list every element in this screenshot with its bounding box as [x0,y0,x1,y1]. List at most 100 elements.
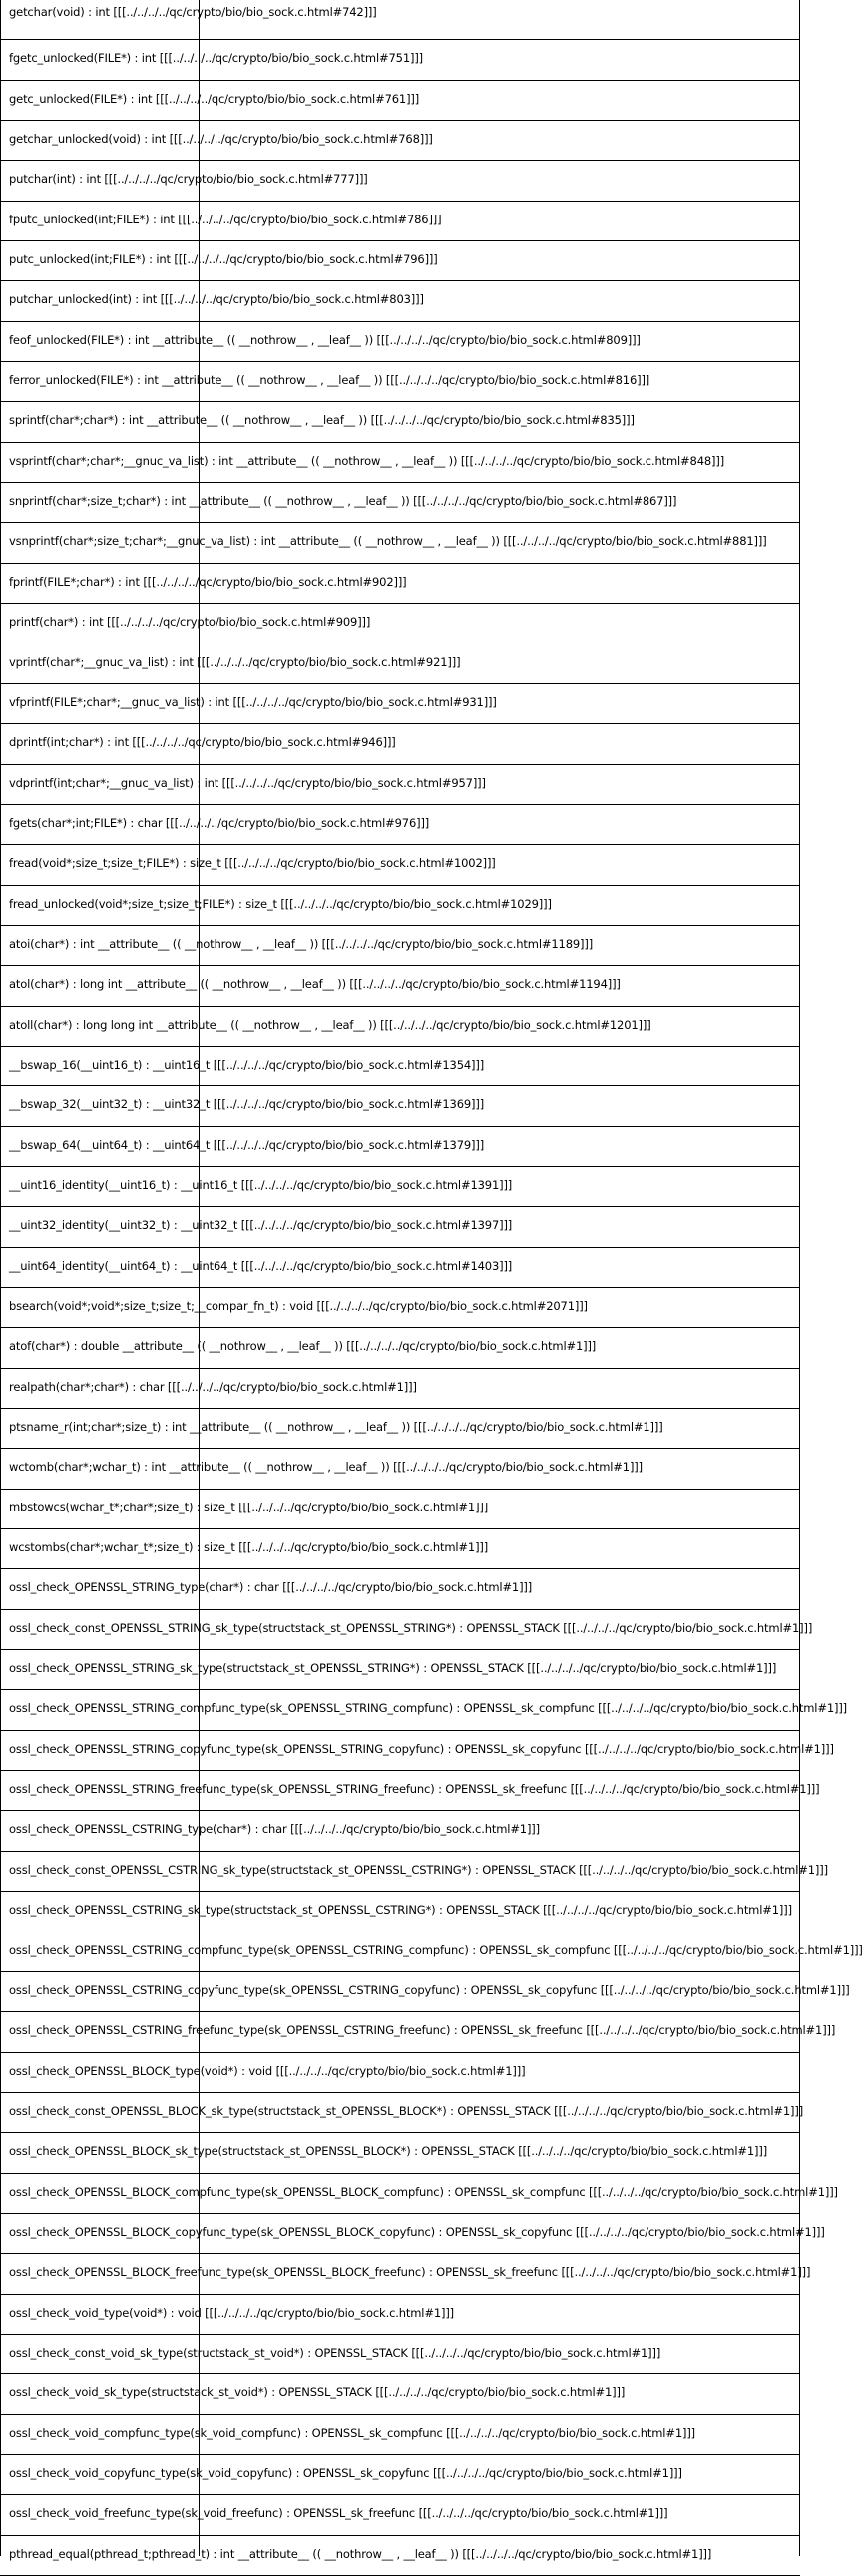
function-entry: ossl_check_OPENSSL_CSTRING_compfunc_type… [0,1932,863,1972]
function-entry: ossl_check_OPENSSL_CSTRING_type(char*) :… [0,1811,800,1852]
function-signature-link[interactable]: fread(void*;size_t;size_t;FILE*) : size_… [9,856,496,871]
function-signature-link[interactable]: vprintf(char*;__gnuc_va_list) : int [[[.… [9,654,461,669]
function-entry: getchar(void) : int [[[../../../../qc/cr… [0,0,800,41]
function-signature-link[interactable]: ossl_check_void_compfunc_type(sk_void_co… [9,2425,696,2440]
function-signature-link[interactable]: fread_unlocked(void*;size_t;size_t;FILE*… [9,896,552,911]
function-signature-link[interactable]: sprintf(char*;char*) : int __attribute__… [9,413,635,428]
function-signature-link[interactable]: ossl_check_OPENSSL_STRING_compfunc_type(… [9,1701,848,1716]
function-entry: ossl_check_OPENSSL_STRING_compfunc_type(… [0,1690,847,1731]
function-signature-link[interactable]: feof_unlocked(FILE*) : int __attribute__… [9,332,641,347]
function-signature-link[interactable]: ossl_check_OPENSSL_CSTRING_type(char*) :… [9,1822,540,1837]
function-signature-link[interactable]: ossl_check_const_void_sk_type(structstac… [9,2345,661,2360]
function-signature-link[interactable]: putchar(int) : int [[[../../../../qc/cry… [9,172,368,187]
function-signature-link[interactable]: putchar_unlocked(int) : int [[[../../../… [9,292,424,307]
function-signature-link[interactable]: ossl_check_OPENSSL_STRING_sk_type(struct… [9,1661,777,1676]
function-entry: fprintf(FILE*;char*) : int [[[../../../.… [0,564,800,605]
function-signature-link[interactable]: ossl_check_const_OPENSSL_BLOCK_sk_type(s… [9,2103,804,2118]
function-signature-link[interactable]: ossl_check_void_freefunc_type(sk_void_fr… [9,2506,668,2521]
function-signature-link[interactable]: ossl_check_OPENSSL_CSTRING_compfunc_type… [9,1942,863,1957]
function-entry: putc_unlocked(int;FILE*) : int [[[../../… [0,241,800,282]
function-signature-link[interactable]: ferror_unlocked(FILE*) : int __attribute… [9,373,650,388]
function-entry: vsnprintf(char*;size_t;char*;__gnuc_va_l… [0,523,800,564]
function-signature-link[interactable]: bsearch(void*;void*;size_t;size_t;__comp… [9,1299,588,1313]
function-entry: ossl_check_void_compfunc_type(sk_void_co… [0,2415,800,2455]
function-signature-link[interactable]: atoll(char*) : long long int __attribute… [9,1017,651,1032]
function-signature-link[interactable]: ossl_check_OPENSSL_BLOCK_freefunc_type(s… [9,2265,811,2280]
function-entry: fread(void*;size_t;size_t;FILE*) : size_… [0,845,800,886]
function-entry: sprintf(char*;char*) : int __attribute__… [0,402,800,443]
function-signature-link[interactable]: getchar(void) : int [[[../../../../qc/cr… [9,5,377,19]
function-entry: ossl_check_OPENSSL_BLOCK_compfunc_type(s… [0,2174,838,2214]
function-entry: fgets(char*;int;FILE*) : char [[[../../.… [0,805,800,846]
function-signature-link[interactable]: __uint32_identity(__uint32_t) : __uint32… [9,1218,513,1233]
function-entry: feof_unlocked(FILE*) : int __attribute__… [0,322,800,363]
function-entry: snprintf(char*;size_t;char*) : int __att… [0,483,800,524]
function-entry: atof(char*) : double __attribute__ (( __… [0,1328,800,1369]
function-signature-link[interactable]: atof(char*) : double __attribute__ (( __… [9,1339,597,1354]
function-signature-link[interactable]: ossl_check_void_type(void*) : void [[[..… [9,2305,455,2320]
function-entry: getchar_unlocked(void) : int [[[../../..… [0,121,800,162]
function-entry: ossl_check_const_void_sk_type(structstac… [0,2335,800,2375]
function-signature-link[interactable]: atoi(char*) : int __attribute__ (( __not… [9,936,594,951]
function-signature-link[interactable]: ossl_check_OPENSSL_BLOCK_copyfunc_type(s… [9,2224,825,2239]
function-entry: getc_unlocked(FILE*) : int [[[../../../.… [0,81,800,122]
function-signature-link[interactable]: getc_unlocked(FILE*) : int [[[../../../.… [9,91,420,106]
function-signature-link[interactable]: ossl_check_OPENSSL_CSTRING_freefunc_type… [9,2023,836,2038]
function-entry: vsprintf(char*;char*;__gnuc_va_list) : i… [0,443,800,484]
function-signature-link[interactable]: wctomb(char*;wchar_t) : int __attribute_… [9,1460,643,1475]
function-entry: atoi(char*) : int __attribute__ (( __not… [0,926,800,967]
function-entry: putchar_unlocked(int) : int [[[../../../… [0,281,800,322]
function-signature-link[interactable]: vfprintf(FILE*;char*;__gnuc_va_list) : i… [9,694,497,709]
function-signature-link[interactable]: ossl_check_OPENSSL_STRING_type(char*) : … [9,1580,533,1595]
function-signature-link[interactable]: __bswap_16(__uint16_t) : __uint16_t [[[.… [9,1057,485,1072]
function-signature-link[interactable]: ossl_check_OPENSSL_STRING_freefunc_type(… [9,1782,820,1797]
function-signature-link[interactable]: fgets(char*;int;FILE*) : char [[[../../.… [9,815,430,830]
function-signature-link[interactable]: ossl_check_void_sk_type(structstack_st_v… [9,2385,626,2400]
function-signature-link[interactable]: mbstowcs(wchar_t*;char*;size_t) : size_t… [9,1500,489,1514]
function-entry: atol(char*) : long int __attribute__ (( … [0,966,800,1007]
function-entry: ossl_check_void_sk_type(structstack_st_v… [0,2374,800,2415]
function-signature-link[interactable]: ossl_check_const_OPENSSL_STRING_sk_type(… [9,1620,813,1635]
function-signature-link[interactable]: ossl_check_OPENSSL_STRING_copyfunc_type(… [9,1741,834,1756]
function-entry: ossl_check_void_freefunc_type(sk_void_fr… [0,2495,800,2536]
function-signature-link[interactable]: wcstombs(char*;wchar_t*;size_t) : size_t… [9,1540,489,1555]
function-signature-link[interactable]: __bswap_64(__uint64_t) : __uint64_t [[[.… [9,1137,485,1152]
function-entry: __uint32_identity(__uint32_t) : __uint32… [0,1207,800,1248]
function-entry: ossl_check_void_type(void*) : void [[[..… [0,2295,800,2335]
function-entry: printf(char*) : int [[[../../../../qc/cr… [0,604,800,644]
function-entry: ossl_check_OPENSSL_CSTRING_copyfunc_type… [0,1972,850,2013]
function-entry: ossl_check_OPENSSL_BLOCK_freefunc_type(s… [0,2254,810,2295]
function-signature-link[interactable]: ossl_check_OPENSSL_BLOCK_compfunc_type(s… [9,2184,838,2199]
function-entry: ossl_check_OPENSSL_BLOCK_sk_type(structs… [0,2133,800,2174]
function-signature-link[interactable]: dprintf(int;char*) : int [[[../../../../… [9,735,396,750]
function-signature-link[interactable]: fputc_unlocked(int;FILE*) : int [[[../..… [9,212,442,226]
function-signature-link[interactable]: __bswap_32(__uint32_t) : __uint32_t [[[.… [9,1097,485,1112]
function-signature-link[interactable]: realpath(char*;char*) : char [[[../../..… [9,1379,417,1394]
function-signature-link[interactable]: vsprintf(char*;char*;__gnuc_va_list) : i… [9,453,725,468]
function-signature-link[interactable]: getchar_unlocked(void) : int [[[../../..… [9,132,433,147]
function-entry: __uint16_identity(__uint16_t) : __uint16… [0,1167,800,1208]
function-signature-link[interactable]: __uint64_identity(__uint64_t) : __uint64… [9,1258,513,1273]
function-signature-link[interactable]: vsnprintf(char*;size_t;char*;__gnuc_va_l… [9,534,767,549]
function-signature-link[interactable]: vdprintf(int;char*;__gnuc_va_list) : int… [9,775,486,790]
function-entry: vdprintf(int;char*;__gnuc_va_list) : int… [0,765,800,805]
function-signature-link[interactable]: ossl_check_OPENSSL_BLOCK_type(void*) : v… [9,2063,526,2078]
function-entry: ossl_check_void_copyfunc_type(sk_void_co… [0,2455,800,2496]
function-signature-link[interactable]: fprintf(FILE*;char*) : int [[[../../../.… [9,574,407,589]
function-signature-link[interactable]: printf(char*) : int [[[../../../../qc/cr… [9,615,371,630]
function-entry: ossl_check_const_OPENSSL_CSTRING_sk_type… [0,1852,828,1893]
function-signature-link[interactable]: ossl_check_void_copyfunc_type(sk_void_co… [9,2465,682,2480]
function-signature-link[interactable]: ossl_check_const_OPENSSL_CSTRING_sk_type… [9,1862,828,1877]
function-signature-link[interactable]: pthread_equal(pthread_t;pthread_t) : int… [9,2546,712,2561]
function-signature-link[interactable]: ptsname_r(int;char*;size_t) : int __attr… [9,1420,663,1435]
function-signature-link[interactable]: ossl_check_OPENSSL_BLOCK_sk_type(structs… [9,2144,768,2159]
function-signature-link[interactable]: fgetc_unlocked(FILE*) : int [[[../../../… [9,51,423,66]
function-signature-link[interactable]: atol(char*) : long int __attribute__ (( … [9,977,621,992]
function-signature-link[interactable]: __uint16_identity(__uint16_t) : __uint16… [9,1177,513,1192]
function-signature-link[interactable]: ossl_check_OPENSSL_CSTRING_copyfunc_type… [9,1982,850,1997]
function-signature-link[interactable]: ossl_check_OPENSSL_CSTRING_sk_type(struc… [9,1903,792,1918]
function-signature-link[interactable]: putc_unlocked(int;FILE*) : int [[[../../… [9,252,438,267]
function-signature-link[interactable]: snprintf(char*;size_t;char*) : int __att… [9,494,677,509]
function-entry: vfprintf(FILE*;char*;__gnuc_va_list) : i… [0,684,800,725]
